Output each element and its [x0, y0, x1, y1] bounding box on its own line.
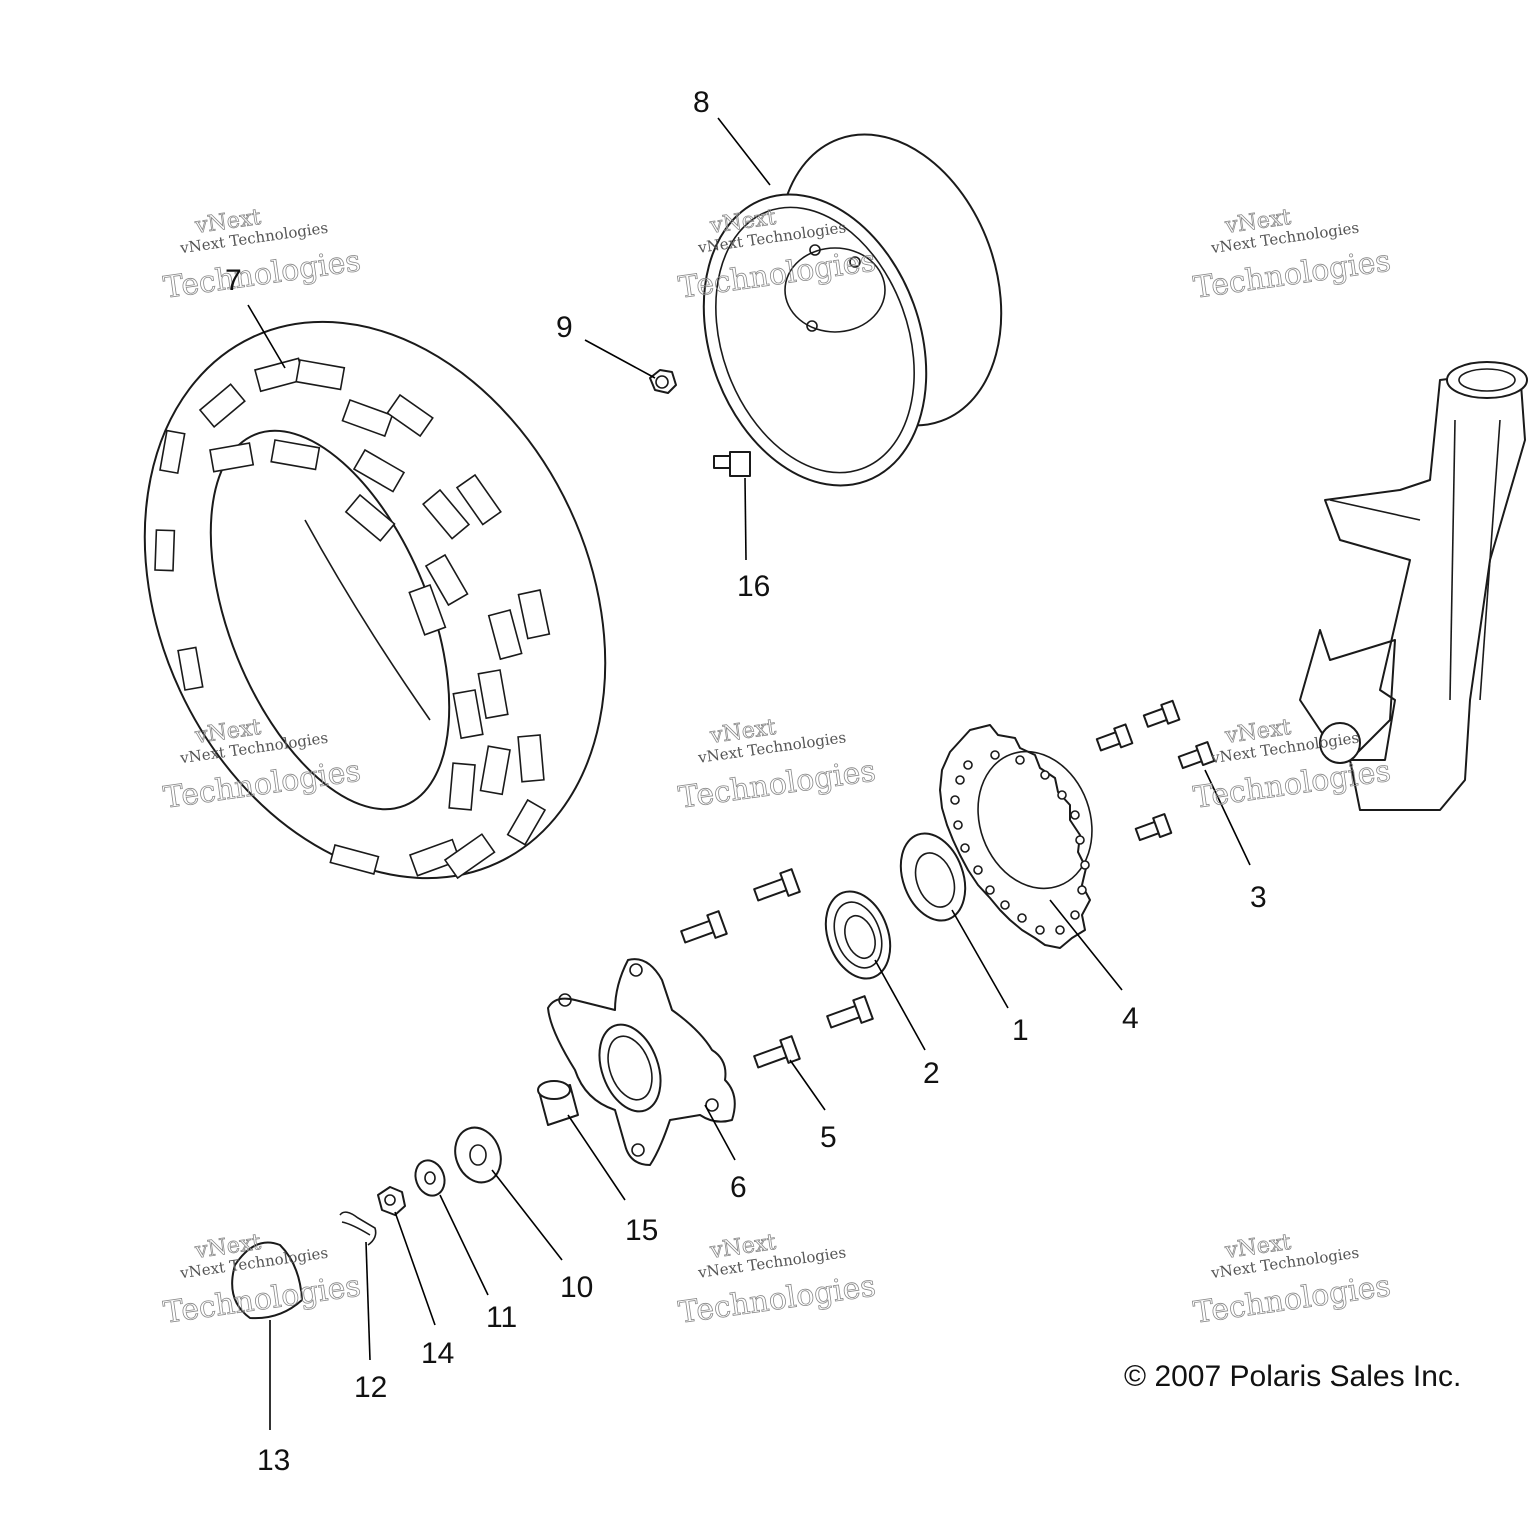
brake-disc-bolts-part[interactable]	[1095, 699, 1216, 844]
brake-disc-part[interactable]	[939, 724, 1111, 949]
callout-11[interactable]: 11	[486, 1301, 517, 1334]
callout-1[interactable]: 1	[1012, 1014, 1029, 1047]
castle-nut-part[interactable]	[377, 1186, 406, 1216]
callout-14[interactable]: 14	[421, 1337, 454, 1370]
wheel-hub-part[interactable]	[547, 958, 736, 1166]
wheel-studs-part[interactable]	[679, 868, 874, 1073]
callout-5[interactable]: 5	[820, 1121, 837, 1154]
callout-15[interactable]: 15	[625, 1214, 658, 1247]
bearing-part[interactable]	[814, 882, 901, 987]
callout-8[interactable]: 8	[693, 86, 710, 119]
cotter-pin-part[interactable]	[339, 1211, 377, 1246]
callout-labels: 7 8 9 16 3 4 1 2 5 6 15 10 11 14 12 13	[225, 86, 1267, 1477]
callout-13[interactable]: 13	[257, 1444, 290, 1477]
copyright-notice: © 2007 Polaris Sales Inc.	[1124, 1360, 1462, 1393]
hub-cap-part[interactable]	[231, 1241, 303, 1320]
callout-9[interactable]: 9	[556, 311, 573, 344]
tire-part[interactable]	[58, 246, 693, 953]
callout-16[interactable]: 16	[737, 570, 770, 603]
callout-3[interactable]: 3	[1250, 881, 1267, 914]
callout-2[interactable]: 2	[923, 1057, 940, 1090]
callout-6[interactable]: 6	[730, 1171, 747, 1204]
valve-stem-part[interactable]	[713, 451, 751, 477]
callout-12[interactable]: 12	[354, 1371, 387, 1404]
callout-7[interactable]: 7	[225, 264, 242, 297]
spacer-part[interactable]	[537, 1080, 579, 1126]
washer-large-part[interactable]	[448, 1121, 508, 1189]
lug-nut-part[interactable]	[649, 369, 677, 394]
steering-knuckle-part	[1299, 361, 1528, 811]
seal-part[interactable]	[889, 824, 976, 929]
washer-small-part[interactable]	[411, 1156, 450, 1199]
leader-lines	[247, 117, 1251, 1430]
wheel-rim-part[interactable]	[665, 103, 1040, 517]
callout-4[interactable]: 4	[1122, 1002, 1139, 1035]
callout-10[interactable]: 10	[560, 1271, 593, 1304]
